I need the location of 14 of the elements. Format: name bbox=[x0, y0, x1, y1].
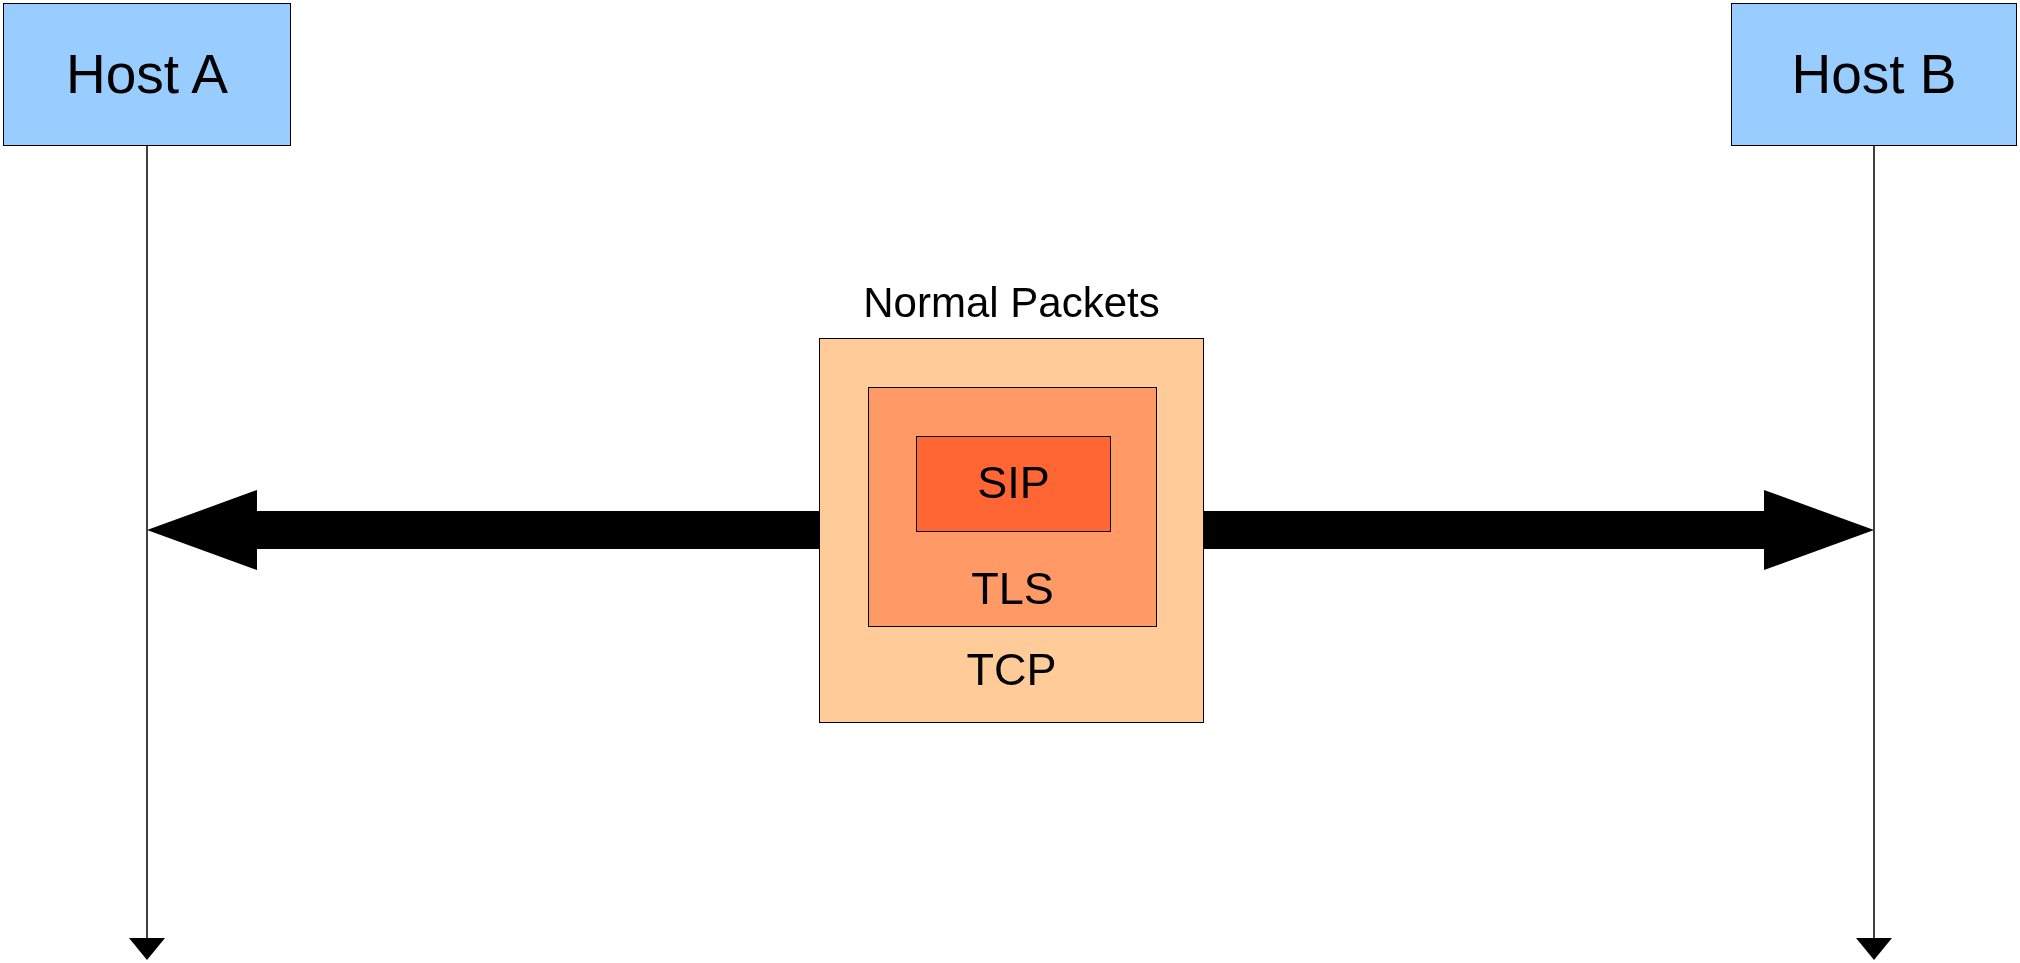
layer-label: SIP bbox=[976, 457, 1051, 509]
layer-label: TCP bbox=[965, 644, 1058, 696]
packet-layer-box bbox=[868, 387, 1157, 627]
host-label: Host B bbox=[1790, 42, 1958, 106]
lifeline-arrow bbox=[129, 145, 165, 960]
thick-arrow bbox=[1204, 490, 1874, 570]
host-box bbox=[1731, 3, 2017, 146]
thick-arrow bbox=[147, 490, 819, 570]
lifeline-arrow bbox=[1856, 145, 1892, 960]
host-box bbox=[3, 3, 291, 146]
layer-label: TLS bbox=[970, 563, 1055, 615]
packet-caption: Normal Packets bbox=[862, 279, 1161, 327]
host-label: Host A bbox=[65, 42, 229, 106]
packet-layer-box bbox=[916, 436, 1111, 532]
